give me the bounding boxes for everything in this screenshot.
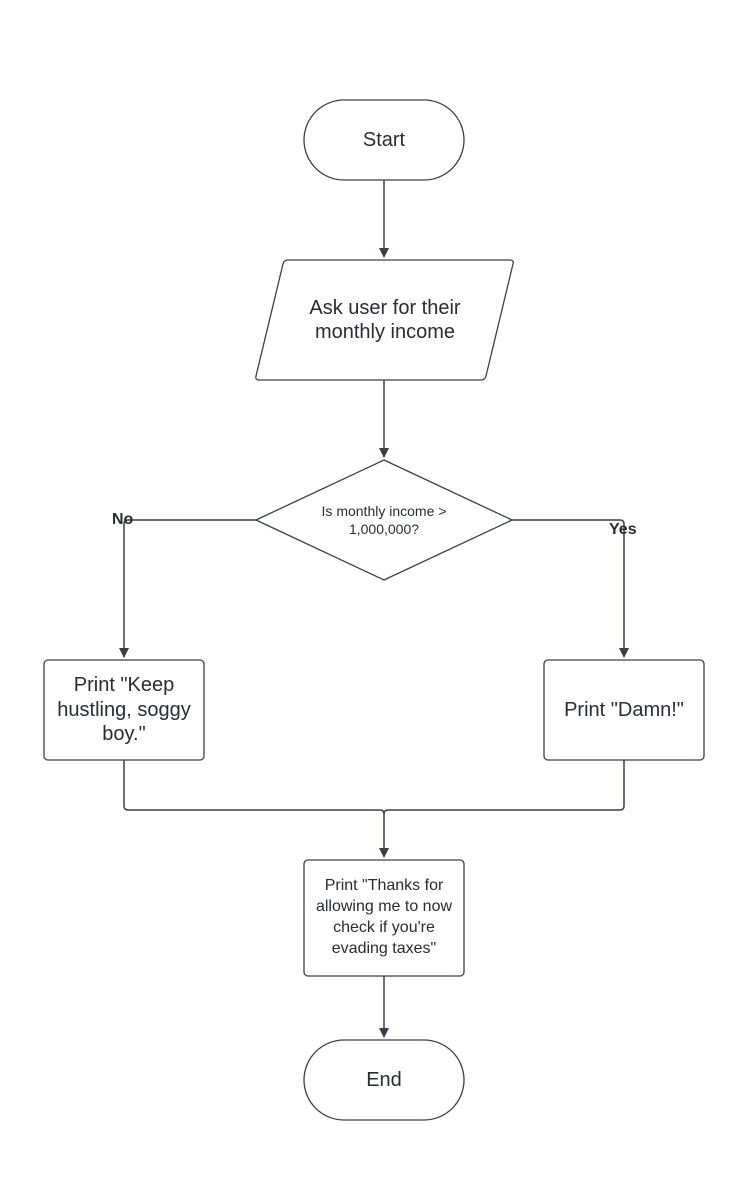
- input-label: Ask user for their monthly income: [309, 296, 461, 343]
- merge-label: Print "Thanks for allowing me to now che…: [315, 877, 453, 957]
- connector-decision-no: [119, 519, 256, 658]
- decision-label: Is monthly income > 1,000,000?: [321, 502, 447, 537]
- input-parallelogram: [255, 259, 514, 381]
- no-branch-label: Print "Keep hustling, soggy boy.": [57, 674, 191, 746]
- connector-no-to-merge: [123, 760, 389, 858]
- connector-yes-to-merge: [383, 760, 625, 815]
- end-terminal: [303, 1039, 465, 1121]
- no-edge-label: No: [112, 511, 134, 528]
- yes-branch-label: Print "Damn!": [564, 698, 684, 721]
- start-label: Start: [362, 128, 406, 151]
- end-label: End: [366, 1068, 402, 1091]
- connector-decision-yes: [512, 519, 629, 658]
- decision-diamond: [255, 459, 513, 581]
- yes-edge-label: Yes: [609, 521, 637, 538]
